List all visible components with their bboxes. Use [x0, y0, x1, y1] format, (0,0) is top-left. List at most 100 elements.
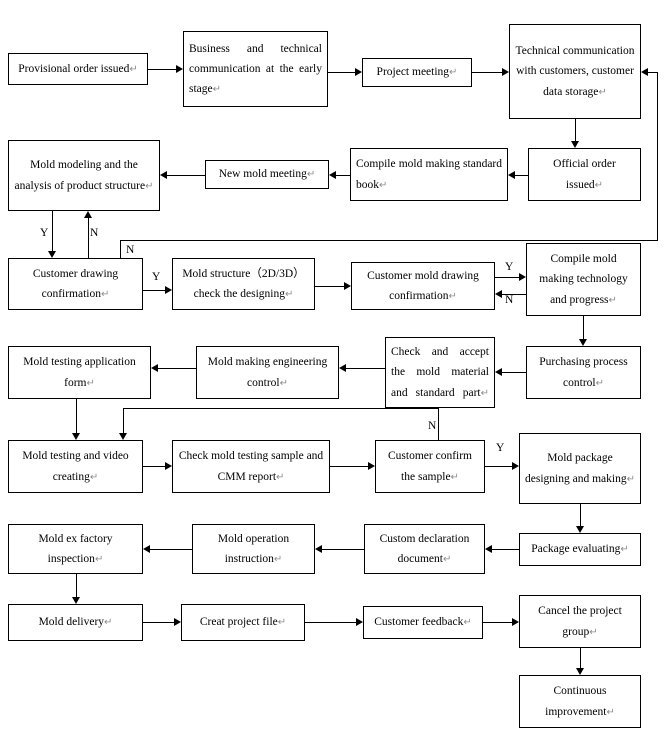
node-continuous-improvement[interactable]: Continuous improvement↵ [519, 675, 641, 728]
node-mold-modeling-analysis[interactable]: Mold modeling and the analysis of produc… [8, 140, 160, 211]
connector-mold-testing-app-to-mold-testing-video [76, 399, 77, 433]
node-customer-drawing-confirmation[interactable]: Customer drawing confirmation↵ [8, 258, 143, 310]
paragraph-mark-icon: ↵ [450, 471, 459, 483]
connector-new-mold-meeting-to-mold-modeling [167, 175, 205, 176]
node-official-order-issued[interactable]: Official order issued↵ [528, 148, 641, 201]
connector-n-feedback-vertical-right [657, 72, 658, 240]
node-mold-package-designing-making[interactable]: Mold package designing and making↵ [519, 433, 641, 504]
node-mold-structure-check[interactable]: Mold structure（2D/3D）check the designing… [172, 258, 315, 310]
node-label: Business and technical communication at … [189, 42, 322, 96]
paragraph-mark-icon: ↵ [594, 179, 604, 191]
node-mold-ex-factory-inspection[interactable]: Mold ex factory inspection↵ [8, 524, 143, 574]
connector-n-sample-vertical-left [123, 408, 124, 433]
node-label: Customer mold drawing confirmation [367, 269, 479, 302]
connector-mold-delivery-to-creat-project-file [143, 622, 174, 623]
connector-mold-package-to-package-evaluating [580, 504, 581, 526]
node-cancel-project-group[interactable]: Cancel the project group↵ [519, 595, 641, 648]
arrowhead-down [72, 433, 80, 440]
node-label: Continuous improvement [545, 685, 607, 718]
arrowhead-up [84, 211, 92, 218]
node-label: Customer drawing confirmation [32, 267, 119, 300]
node-mold-delivery[interactable]: Mold delivery↵ [8, 604, 143, 641]
node-label: Mold testing application form [23, 356, 136, 389]
node-label: Mold making engineering control [207, 356, 328, 389]
decision-label-y-confirm-to-package: Y [496, 442, 505, 454]
decision-label-y-drawing-to-structure: Y [152, 271, 161, 283]
connector-project-meeting-to-technical-comm [472, 72, 502, 73]
node-compile-mold-making-standard-book[interactable]: Compile mold making standard book↵ [350, 148, 508, 201]
node-check-mold-testing-sample[interactable]: Check mold testing sample and CMM report… [172, 440, 330, 493]
node-customer-confirm-sample[interactable]: Customer confirm the sample↵ [375, 440, 485, 493]
paragraph-mark-icon: ↵ [86, 377, 95, 389]
connector-technical-comm-to-official-order [575, 119, 576, 141]
node-label: Mold delivery [38, 616, 105, 629]
paragraph-mark-icon: ↵ [276, 471, 285, 483]
node-label: New mold meeting [218, 168, 307, 181]
connector-mold-ex-factory-to-mold-delivery [76, 574, 77, 597]
arrowhead-left [315, 545, 322, 553]
arrowhead-right [368, 462, 375, 470]
arrowhead-right [176, 65, 183, 73]
decision-label-n-drawing-feedback: N [126, 244, 135, 256]
node-label: Custom declaration document [379, 532, 470, 565]
paragraph-mark-icon: ↵ [449, 67, 458, 79]
connector-package-evaluating-to-custom-declaration [492, 549, 519, 550]
arrowhead-left [143, 545, 150, 553]
node-mold-operation-instruction[interactable]: Mold operation instruction↵ [192, 524, 315, 574]
connector-check-sample-to-customer-confirm [330, 466, 368, 467]
node-customer-feedback[interactable]: Customer feedback↵ [363, 606, 483, 639]
arrowhead-right [165, 462, 172, 470]
node-label: Creat project file [199, 616, 278, 629]
connector-custom-declaration-to-mold-operation [322, 549, 364, 550]
node-creat-project-file[interactable]: Creat project file↵ [181, 604, 305, 641]
connector-customer-drawing-to-mold-modeling-n [88, 218, 89, 258]
node-label: Customer feedback [374, 616, 464, 629]
node-label: Check and accept the mold material and s… [391, 346, 489, 399]
arrowhead-right [512, 618, 519, 626]
connector-n-sample-horizontal [123, 408, 439, 409]
paragraph-mark-icon: ↵ [595, 377, 604, 389]
node-label: Compile mold making technology and progr… [539, 253, 628, 306]
connector-purchasing-to-check-accept [502, 372, 526, 373]
node-mold-testing-video-creating[interactable]: Mold testing and video creating↵ [8, 440, 143, 493]
node-label: Mold package designing and making [525, 452, 627, 485]
node-customer-mold-drawing-confirmation[interactable]: Customer mold drawing confirmation↵ [351, 262, 495, 310]
node-custom-declaration-document[interactable]: Custom declaration document↵ [364, 524, 485, 574]
node-label: Project meeting [376, 66, 450, 79]
node-label: Check mold testing sample and CMM report [178, 450, 324, 483]
connector-customer-confirm-to-mold-package-y [485, 466, 512, 467]
paragraph-mark-icon: ↵ [89, 471, 99, 483]
connector-n-feedback-vertical-left [120, 240, 121, 258]
node-business-technical-communication[interactable]: Business and technical communication at … [183, 31, 328, 107]
node-purchasing-process-control[interactable]: Purchasing process control↵ [526, 346, 641, 399]
connector-mold-structure-to-customer-mold-drawing [315, 286, 344, 287]
node-label: Official order issued [553, 158, 616, 191]
node-label: Package evaluating [531, 543, 621, 556]
arrowhead-down [579, 339, 587, 346]
node-label: Customer confirm the sample [388, 450, 472, 483]
node-check-accept-mold-material[interactable]: Check and accept the mold material and s… [385, 337, 495, 408]
arrowhead-down [72, 597, 80, 604]
connector-customer-feedback-to-cancel-project-group [483, 622, 512, 623]
node-label: Technical communication with customers, … [515, 45, 635, 98]
paragraph-mark-icon: ↵ [277, 617, 287, 629]
node-label: Mold operation instruction [217, 532, 290, 565]
arrowhead-right [344, 282, 351, 290]
paragraph-mark-icon: ↵ [104, 617, 113, 629]
arrowhead-right [519, 273, 526, 281]
paragraph-mark-icon: ↵ [448, 291, 457, 302]
node-label: Mold ex factory inspection [38, 532, 113, 565]
node-mold-making-engineering-control[interactable]: Mold making engineering control↵ [196, 346, 339, 399]
arrowhead-left [339, 364, 346, 372]
node-mold-testing-application-form[interactable]: Mold testing application form↵ [8, 346, 151, 399]
node-new-mold-meeting[interactable]: New mold meeting↵ [205, 160, 329, 189]
connector-compile-book-to-new-mold-meeting [336, 175, 350, 176]
node-package-evaluating[interactable]: Package evaluating↵ [519, 533, 641, 566]
arrowhead-right [165, 286, 172, 294]
node-compile-mold-making-technology[interactable]: Compile mold making technology and progr… [526, 243, 641, 316]
node-label: Cancel the project group [538, 605, 622, 638]
node-provisional-order-issued[interactable]: Provisional order issued↵ [8, 53, 148, 85]
node-technical-communication-customers[interactable]: Technical communication with customers, … [509, 24, 641, 119]
arrowhead-left [495, 368, 502, 376]
node-project-meeting[interactable]: Project meeting↵ [362, 58, 472, 87]
